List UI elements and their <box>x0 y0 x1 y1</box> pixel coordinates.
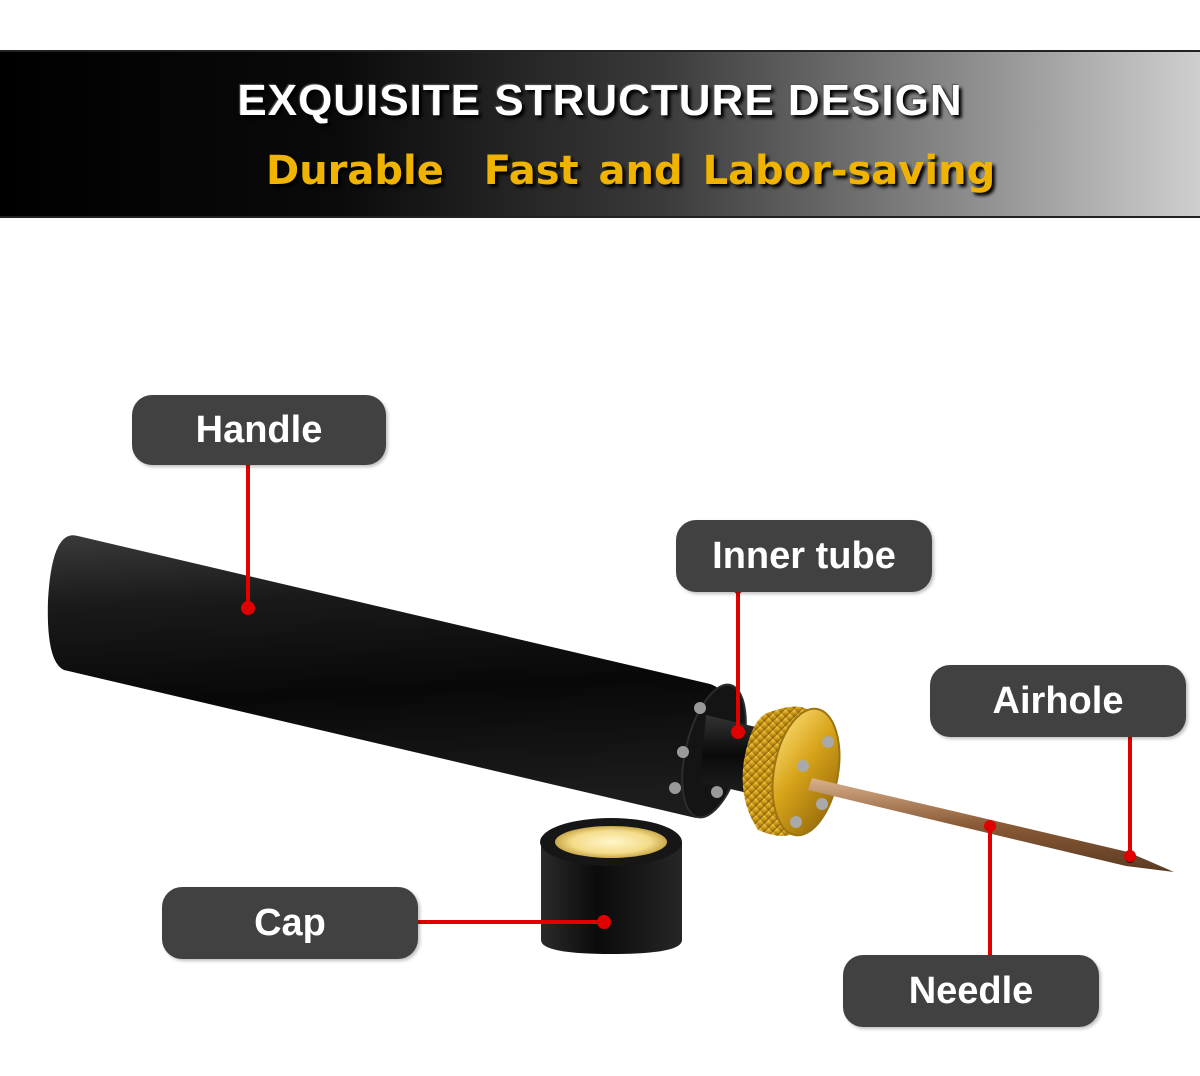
callout-lines <box>246 462 1132 958</box>
cap-callout-dot <box>597 915 611 929</box>
label-cap: Cap <box>162 887 418 959</box>
brass-knob <box>742 706 841 837</box>
inner-tube-callout-dot <box>731 725 745 739</box>
label-needle: Needle <box>843 955 1099 1027</box>
needle-callout-dot <box>984 820 996 832</box>
banner-subtitle: Durable Fast and Labor-saving <box>266 148 996 194</box>
airhole-callout-dot <box>1124 850 1136 862</box>
label-airhole: Airhole <box>930 665 1186 737</box>
handle-callout-dot <box>241 601 255 615</box>
label-handle: Handle <box>132 395 386 465</box>
header-banner: EXQUISITE STRUCTURE DESIGN Durable Fast … <box>0 50 1200 218</box>
cap <box>540 818 682 954</box>
label-inner-tube: Inner tube <box>676 520 932 592</box>
handle-body <box>47 535 747 819</box>
banner-title: EXQUISITE STRUCTURE DESIGN <box>237 76 963 125</box>
